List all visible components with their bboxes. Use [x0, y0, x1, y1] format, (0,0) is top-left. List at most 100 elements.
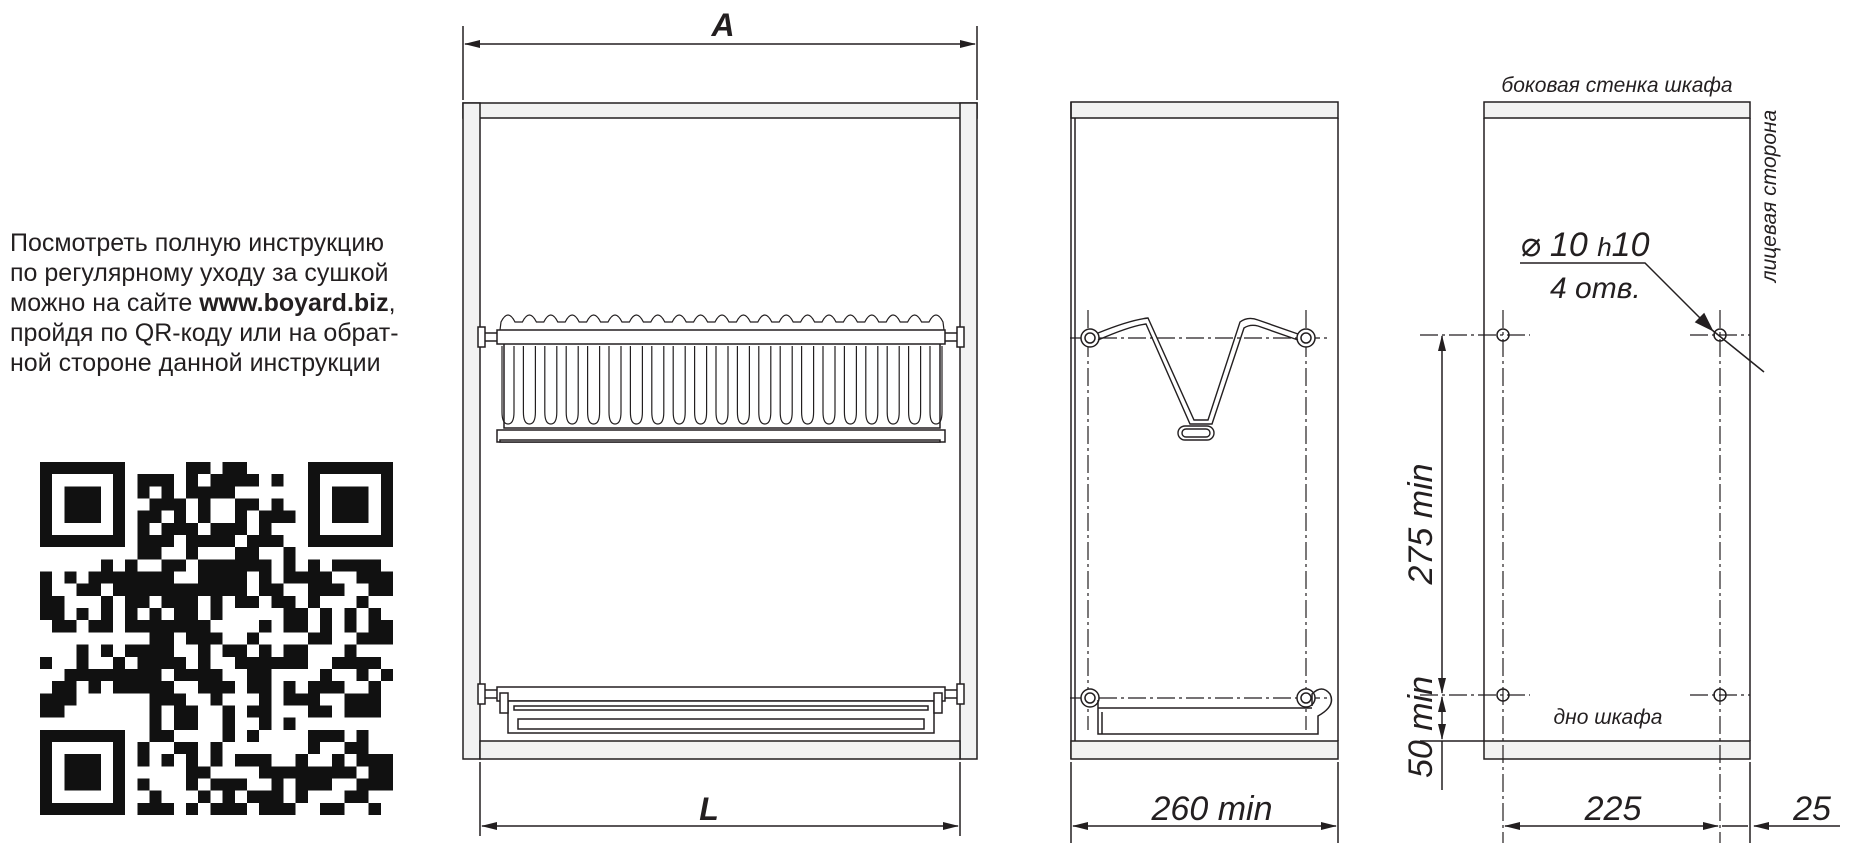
- qr-module: [186, 705, 199, 718]
- side-tray-profile: [1097, 688, 1333, 735]
- qr-module: [259, 693, 272, 706]
- side-mount-points: [1080, 328, 1316, 708]
- qr-module: [161, 754, 174, 767]
- qr-module: [210, 632, 223, 645]
- qr-module: [222, 717, 235, 730]
- qr-module: [113, 486, 126, 499]
- qr-code[interactable]: [40, 462, 393, 815]
- qr-module: [368, 462, 381, 475]
- qr-module: [52, 608, 65, 621]
- qr-module: [332, 486, 345, 499]
- qr-module: [64, 668, 77, 682]
- instruction-line-3: можно на сайте www.boyard.biz,: [10, 288, 440, 318]
- qr-module: [161, 681, 174, 694]
- qr-module: [368, 681, 381, 694]
- qr-module: [283, 547, 296, 560]
- qr-module: [368, 766, 381, 779]
- qr-module: [40, 498, 53, 511]
- qr-module: [234, 583, 247, 596]
- qr-module: [125, 644, 138, 657]
- qr-module: [210, 741, 223, 755]
- front-view: [462, 26, 978, 836]
- qr-module: [356, 741, 369, 755]
- qr-module: [234, 462, 247, 475]
- qr-module: [295, 656, 308, 669]
- qr-module: [198, 486, 211, 499]
- qr-module: [332, 802, 345, 815]
- qr-module: [40, 693, 53, 706]
- rack-tine: [587, 346, 601, 425]
- qr-module: [100, 559, 114, 572]
- qr-module: [100, 802, 114, 815]
- qr-module: [271, 656, 284, 669]
- qr-module: [149, 474, 162, 487]
- qr-module: [113, 778, 126, 791]
- qr-module: [186, 547, 199, 560]
- qr-module: [40, 571, 53, 584]
- qr-module: [344, 498, 357, 511]
- qr-module: [332, 583, 345, 596]
- qr-module: [173, 656, 187, 669]
- qr-module: [295, 608, 308, 621]
- qr-module: [40, 608, 53, 621]
- qr-module: [76, 766, 89, 779]
- qr-module: [113, 729, 126, 742]
- qr-module: [64, 766, 77, 779]
- qr-module: [380, 668, 393, 682]
- qr-module: [283, 766, 296, 779]
- website-link[interactable]: www.boyard.biz: [199, 289, 389, 317]
- qr-module: [88, 583, 101, 596]
- qr-module: [380, 754, 393, 767]
- qr-module: [271, 583, 284, 596]
- dim-225-label: 225: [1584, 790, 1642, 828]
- qr-module: [332, 510, 345, 523]
- qr-module: [356, 790, 369, 803]
- qr-module: [88, 729, 101, 742]
- qr-module: [210, 681, 223, 694]
- rack-tine: [736, 346, 750, 425]
- qr-module: [259, 656, 272, 669]
- qr-module: [332, 535, 345, 548]
- qr-module: [113, 741, 126, 755]
- qr-module: [149, 644, 162, 657]
- qr-module: [173, 522, 187, 536]
- qr-module: [283, 717, 296, 730]
- qr-module: [88, 802, 101, 815]
- qr-module: [222, 583, 235, 596]
- qr-module: [210, 571, 223, 584]
- qr-module: [113, 474, 126, 487]
- qr-module: [368, 802, 381, 815]
- qr-module: [319, 729, 333, 742]
- dim-50-label: 50 min: [1402, 676, 1440, 778]
- qr-module: [368, 656, 381, 669]
- qr-module: [137, 595, 150, 609]
- qr-module: [246, 729, 260, 742]
- qr-module: [125, 595, 138, 609]
- dim-a-label: A: [710, 7, 734, 43]
- qr-module: [319, 802, 333, 815]
- qr-module: [368, 632, 381, 645]
- qr-module: [76, 668, 89, 682]
- qr-module: [100, 571, 114, 584]
- qr-module: [64, 693, 77, 706]
- qr-module: [344, 790, 357, 803]
- qr-module: [368, 620, 381, 633]
- qr-module: [307, 462, 320, 475]
- cabinet-bottom-label: дно шкафа: [1554, 706, 1663, 729]
- qr-module: [88, 778, 101, 791]
- qr-module: [307, 741, 320, 755]
- qr-module: [125, 559, 138, 572]
- mounting-holes: [1496, 328, 1727, 702]
- qr-module: [186, 462, 199, 475]
- qr-module: [137, 656, 150, 669]
- qr-module: [332, 681, 345, 694]
- qr-module: [246, 547, 260, 560]
- qr-module: [40, 583, 53, 596]
- qr-module: [368, 754, 381, 767]
- hole-leader-line: [1520, 262, 1713, 331]
- qr-module: [76, 802, 89, 815]
- qr-module: [40, 754, 53, 767]
- qr-module: [222, 778, 235, 791]
- qr-module: [100, 462, 114, 475]
